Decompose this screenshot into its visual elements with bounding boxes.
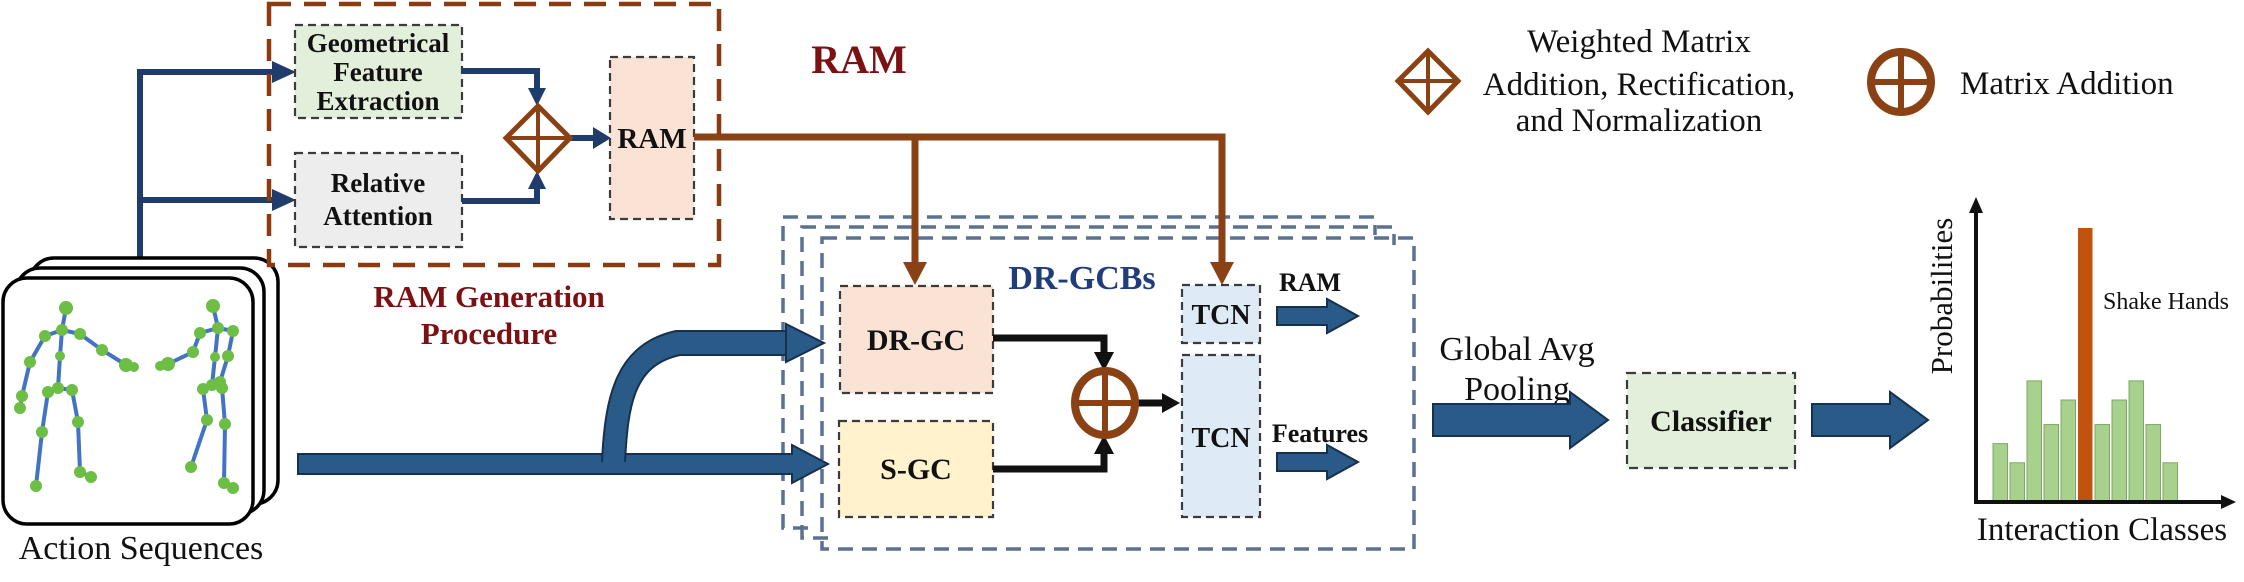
ram-generation-title-line2: Procedure [421, 316, 558, 351]
gcb-box-back [781, 215, 1377, 530]
gcb-box-front [820, 236, 1416, 551]
diamond-connectors [462, 68, 593, 204]
bar [2026, 380, 2042, 502]
ram-generation-title-line1: RAM Generation [373, 279, 605, 314]
gfe-label-line3: Extraction [317, 86, 440, 116]
classifier-label: Classifier [1650, 405, 1772, 438]
dr-gcb-stack-outlines [781, 215, 1416, 551]
s-gc-label: S-GC [880, 453, 952, 486]
arrow-into-diamond-top [528, 88, 546, 106]
bar [1992, 443, 2008, 502]
bar [2009, 462, 2025, 502]
classifier-output-arrow [1811, 390, 1930, 450]
ram-box-label: RAM [617, 123, 686, 155]
black-arrow-into-tcn2 [1162, 393, 1180, 413]
gfe-label-line1: Geometrical [307, 28, 450, 58]
features-output-label: Features [1272, 419, 1368, 448]
black-arrow-into-circle-top [1094, 352, 1114, 371]
legend-weighted-line2: Addition, Rectification, [1483, 67, 1796, 103]
ram-output-arrow [1276, 297, 1361, 335]
gc-sum-connectors [993, 334, 1162, 473]
legend: Weighted Matrix Addition, Rectification,… [1394, 24, 2174, 139]
y-axis-arrowhead [1969, 197, 1983, 213]
classifier-box: Classifier [1625, 371, 1797, 470]
brown-arrow-into-tcn [1210, 262, 1234, 285]
skeleton-input-branch-edge [601, 330, 786, 463]
ra-label-line2: Attention [323, 201, 433, 231]
bar [2128, 380, 2144, 502]
bar [2162, 462, 2178, 502]
action-sequence-stack [1, 256, 280, 526]
legend-matrix-addition: Matrix Addition [1960, 66, 2174, 102]
arrow-into-ra [272, 189, 296, 211]
arrow-into-gfe [272, 61, 296, 83]
gap-label-line1: Global Avg [1439, 331, 1594, 368]
arrow-into-ram-box [593, 127, 611, 149]
ram-distribution-path [694, 133, 1226, 263]
probability-chart: Probabilities Interaction Classes Shake … [1924, 197, 2236, 548]
circle-cross-icon [1867, 48, 1935, 116]
features-output-arrow [1276, 443, 1361, 481]
skeleton-input-branch-upper [602, 331, 786, 471]
diamond-cross-icon [1394, 47, 1462, 116]
gcb-box-middle [800, 225, 1396, 540]
ram-title: RAM [811, 37, 907, 82]
geometrical-feature-extraction-box: Geometrical Feature Extraction [293, 23, 464, 120]
bar [2145, 424, 2161, 502]
brown-arrow-into-drgc [903, 262, 927, 285]
skeleton-figures [14, 299, 239, 494]
legend-weighted-line1: Weighted Matrix [1527, 24, 1751, 60]
dr-gcbs-title: DR-GCBs [1008, 260, 1155, 297]
xlabel: Interaction Classes [1977, 512, 2227, 548]
probability-bars [1992, 228, 2178, 502]
ylabel: Probabilities [1924, 218, 1959, 375]
action-sequences-label: Action Sequences [19, 530, 264, 567]
bar-highlight [2078, 228, 2093, 501]
dr-gc-box: DR-GC [838, 284, 995, 395]
ra-label-line1: Relative [331, 168, 425, 198]
bar [2111, 399, 2127, 502]
arrow-into-diamond-bottom [528, 171, 546, 189]
skeleton-input-arrow-lower [297, 443, 831, 485]
gfe-label-line2: Feature [333, 57, 422, 87]
bar [2094, 424, 2110, 502]
black-arrow-into-circle-bottom [1094, 435, 1114, 454]
tcn-bottom-box: TCN [1180, 353, 1262, 519]
weighted-addition-diamond-icon [502, 102, 574, 175]
skeleton-input-arrow-upper-head [785, 322, 827, 364]
tcn-bottom-label: TCN [1191, 423, 1250, 454]
bar [2043, 424, 2059, 502]
input-connectors [137, 69, 272, 262]
ram-box: RAM [608, 55, 696, 221]
ram-output-label: RAM [1279, 268, 1341, 297]
dr-gc-label: DR-GC [867, 324, 965, 357]
legend-weighted-line3: and Normalization [1516, 103, 1763, 139]
relative-attention-box: Relative Attention [293, 151, 464, 249]
bar [2060, 399, 2076, 502]
x-axis-arrowhead [2221, 495, 2236, 509]
s-gc-box: S-GC [837, 419, 995, 519]
tcn-top-box: TCN [1180, 283, 1262, 345]
highlight-annotation: Shake Hands [2103, 289, 2229, 315]
gap-arrow [1432, 390, 1610, 450]
gap-label-line2: Pooling [1464, 371, 1570, 408]
matrix-addition-circle-icon [1071, 367, 1139, 439]
skeleton-joints [14, 299, 239, 494]
tcn-top-label: TCN [1191, 300, 1250, 331]
